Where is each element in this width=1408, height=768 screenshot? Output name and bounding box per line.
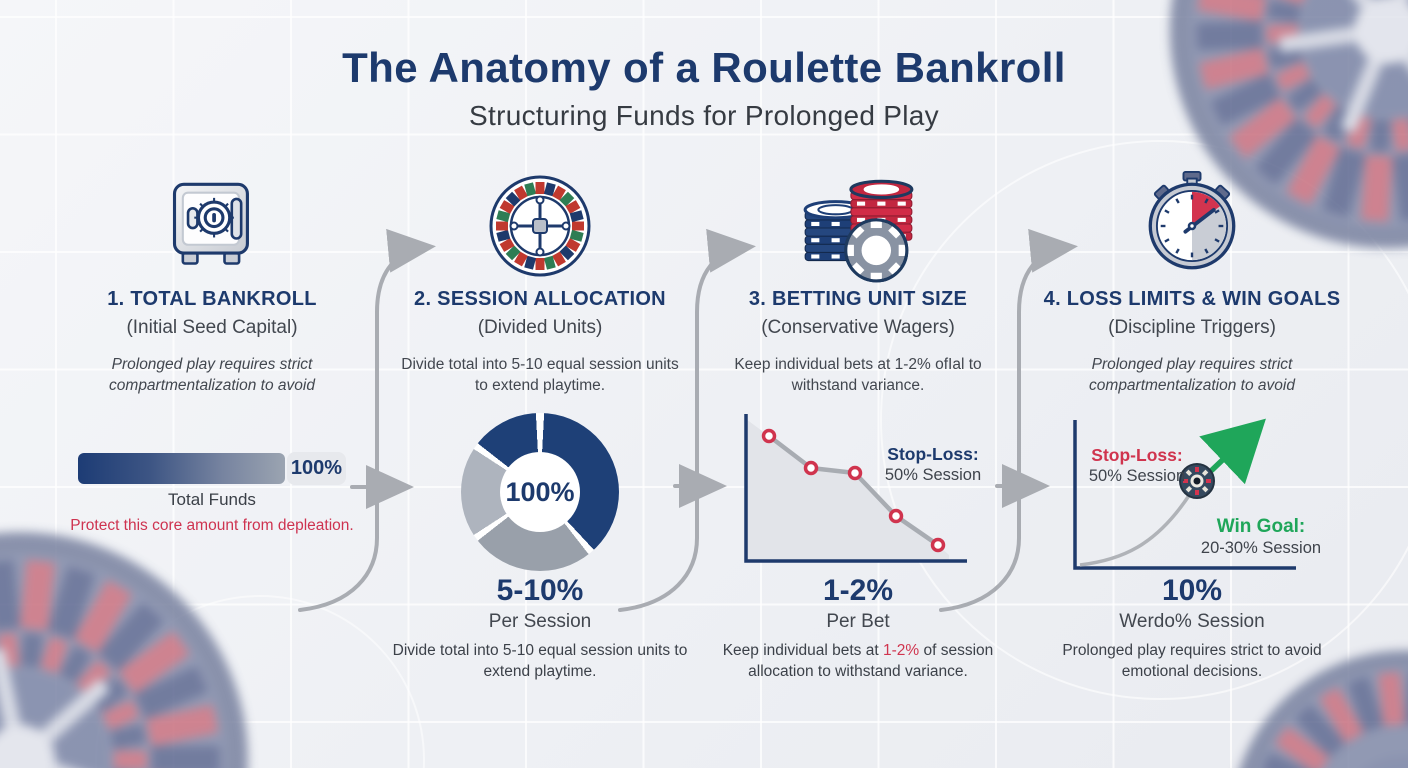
decorative-ring <box>880 140 1408 700</box>
safe-icon <box>57 170 367 282</box>
step-description: Prolonged play requires strict compartme… <box>1089 356 1295 395</box>
step-subheading: (Discipline Triggers) <box>1108 317 1276 338</box>
casino-chips-icon <box>703 170 1013 283</box>
decorative-roulette-wheel-icon <box>1240 650 1408 768</box>
bankroll-bar: 100% <box>78 452 346 485</box>
roulette-wheel-icon <box>385 170 695 282</box>
bet-footnote: Keep individual bets at 1-2% of session … <box>722 642 994 681</box>
decorative-roulette-wheel-icon <box>1169 0 1408 249</box>
step-heading: 4. LOSS LIMITS & WIN GOALS <box>1043 288 1341 310</box>
win-goal-annotation: Win Goal: 20-30% Session <box>1200 516 1322 558</box>
declining-line-chart <box>744 414 967 563</box>
step-subheading: (Initial Seed Capital) <box>126 317 298 338</box>
step-heading: 1. TOTAL BANKROLL <box>107 288 317 310</box>
bankroll-bar-value: 100% <box>287 452 346 485</box>
step-subheading: (Conservative Wagers) <box>761 317 955 338</box>
page-title: The Anatomy of a Roulette Bankroll <box>342 44 1066 91</box>
allocation-donut-chart: 100% <box>461 413 619 571</box>
step-heading: 2. SESSION ALLOCATION <box>414 288 666 310</box>
step-description: Prolonged play requires strict compartme… <box>109 356 315 395</box>
session-stat-label: Per Session <box>488 611 592 632</box>
decorative-roulette-wheel-icon <box>0 532 248 768</box>
stop-loss-annotation: Stop-Loss: 50% Session <box>1088 445 1186 486</box>
bet-stat: 1-2% <box>822 574 894 607</box>
page-subtitle: Structuring Funds for Prolonged Play <box>469 100 939 131</box>
bankroll-warning: Protect this core amount from depleation… <box>70 517 354 534</box>
session-footnote: Divide total into 5-10 equal session uni… <box>392 642 688 681</box>
step-subheading: (Divided Units) <box>477 317 603 338</box>
step-description: Keep individual bets at 1-2% ofIal to wi… <box>734 356 982 395</box>
bankroll-bar-label: Total Funds <box>168 490 256 509</box>
stop-loss-annotation: Stop-Loss: 50% Session <box>884 444 982 485</box>
goal-footnote: Prolonged play requires strict to avoid … <box>1062 642 1322 681</box>
goal-stat-label: Werdo% Session <box>1119 611 1265 632</box>
goal-stat: 10% <box>1161 574 1223 607</box>
step-heading: 3. BETTING UNIT SIZE <box>748 288 968 310</box>
roulette-chip-marker <box>1179 463 1215 499</box>
donut-center-label: 100% <box>500 452 580 532</box>
footnote-highlight: 1-2% <box>882 642 920 659</box>
bet-stat-label: Per Bet <box>826 611 890 632</box>
stopwatch-icon <box>1034 170 1350 282</box>
rising-curve-chart <box>1073 418 1296 570</box>
bankroll-bar-fill <box>78 453 285 484</box>
session-stat: 5-10% <box>496 574 584 607</box>
step-description: Divide total into 5-10 equal session uni… <box>401 356 679 395</box>
